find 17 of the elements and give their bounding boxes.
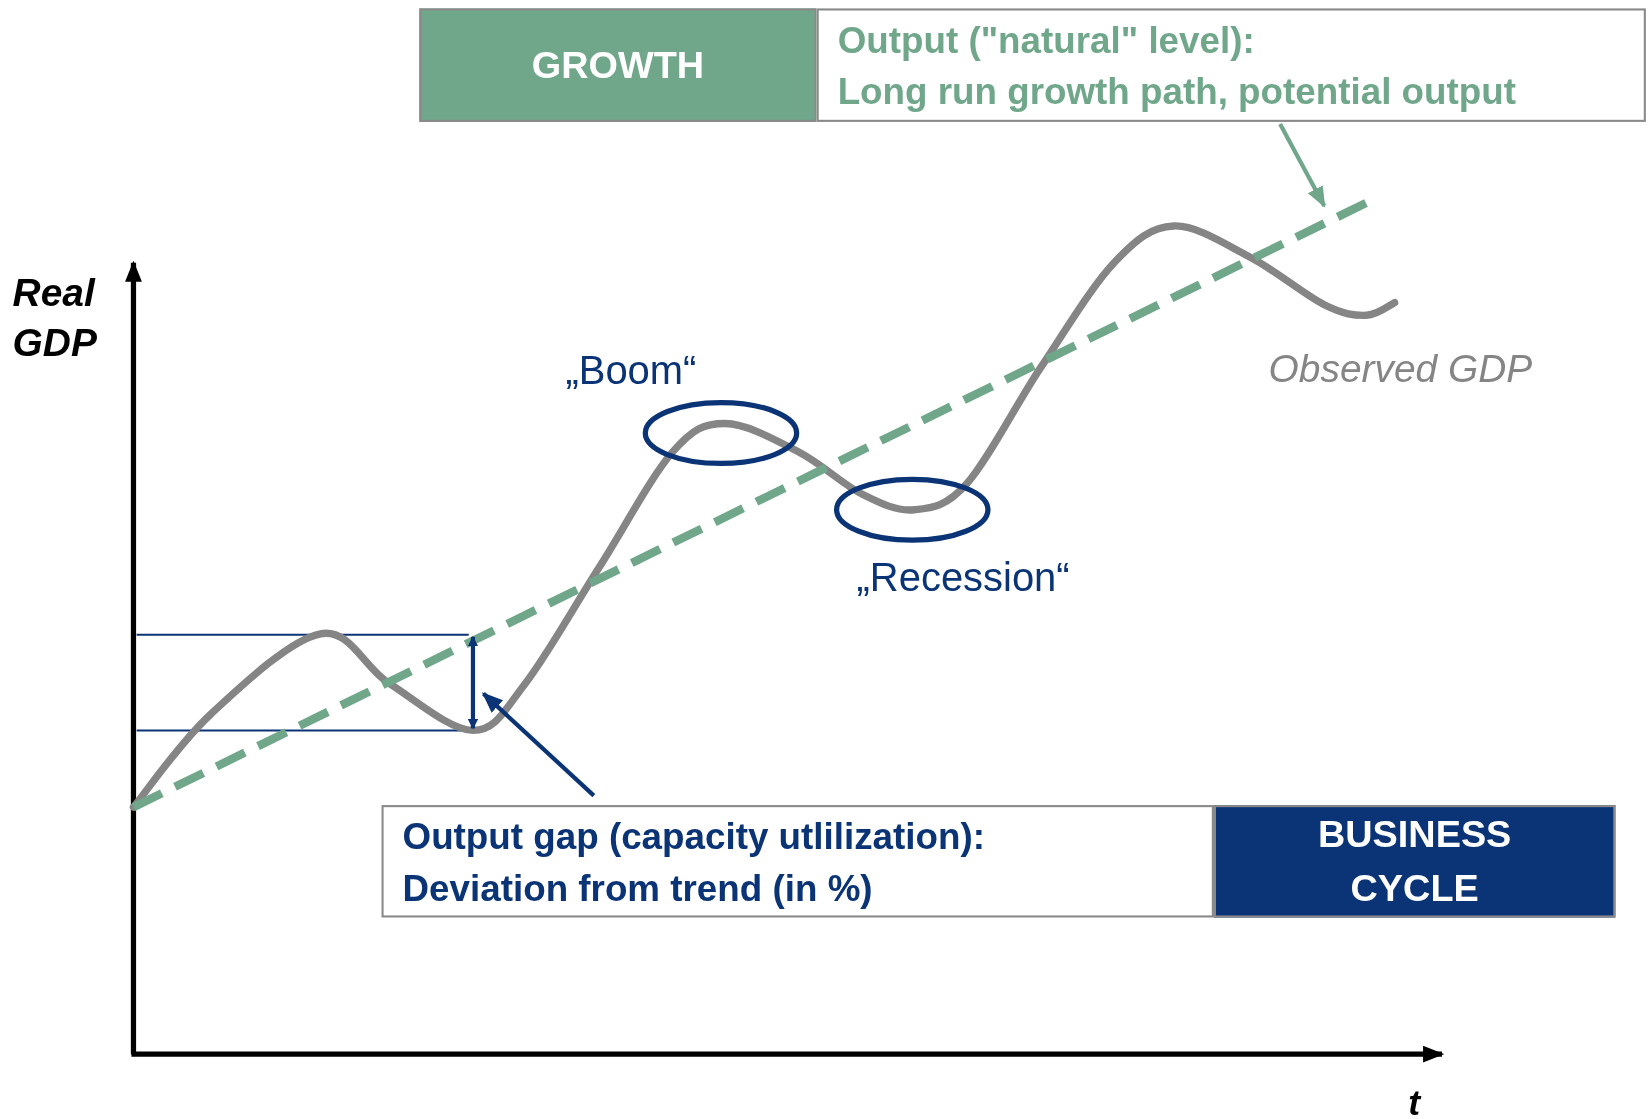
box-text: Long run growth path, potential output	[837, 69, 1517, 114]
output-gap-box	[381, 805, 1214, 918]
curve-label: Observed GDP	[1268, 346, 1533, 391]
box-text: Deviation from trend (in %)	[402, 865, 874, 911]
leader-arrow	[481, 692, 596, 798]
axis-label: Real GDP	[12, 270, 98, 367]
recession-ellipse	[833, 476, 991, 543]
box-text: Output gap (capacity utlilization):	[402, 814, 986, 859]
leader-arrow	[1278, 123, 1327, 208]
growth-box: GROWTH	[419, 8, 817, 122]
callout-label: „Recession“	[856, 554, 1070, 601]
business-cycle-box: BUSINESS CYCLE	[1213, 805, 1616, 918]
boom-ellipse	[642, 399, 800, 467]
callout-label: „Boom“	[565, 347, 697, 394]
definition-box	[816, 8, 1646, 122]
axis-label: t	[1408, 1082, 1421, 1119]
box-text: Output ("natural" level):	[837, 17, 1256, 63]
